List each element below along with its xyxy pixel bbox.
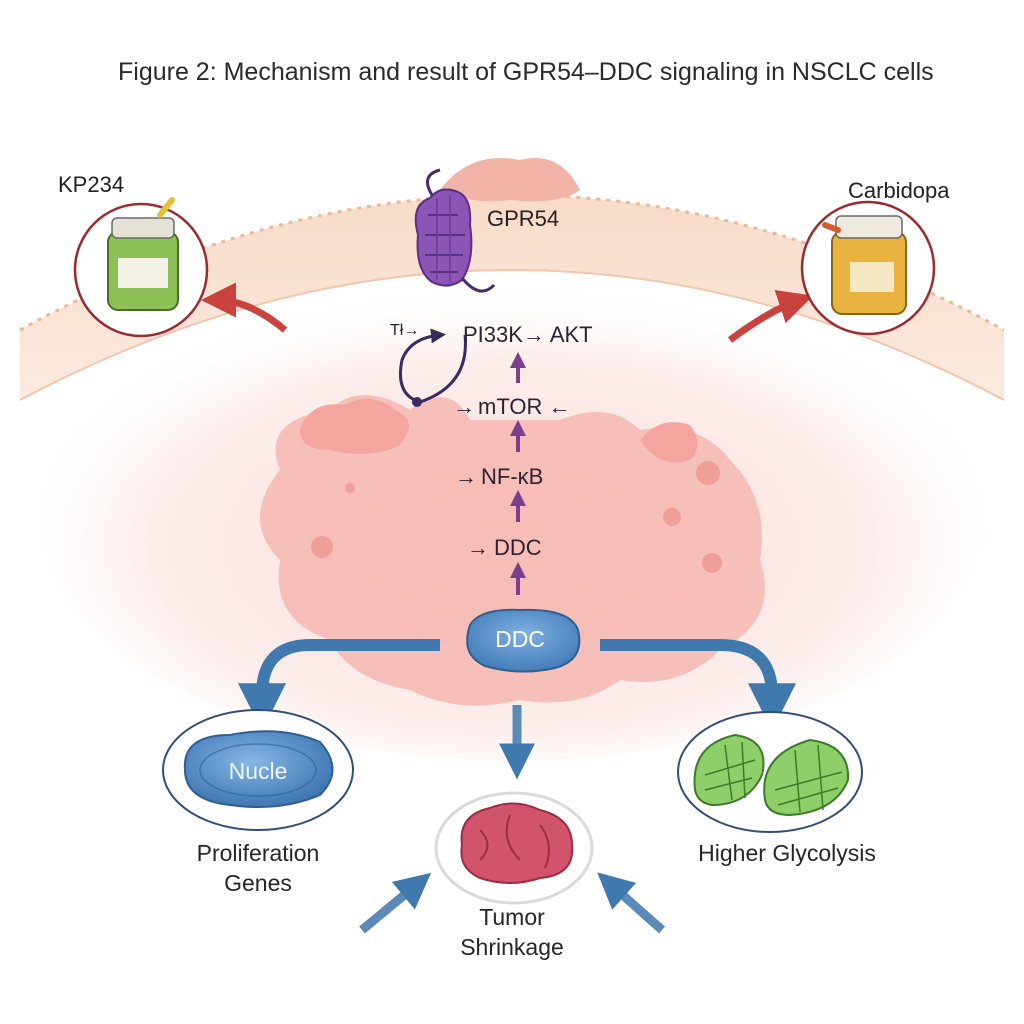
- pathway-step-prefix: Tł→: [390, 322, 420, 339]
- drug-jar-icon: [107, 197, 179, 311]
- arrow-to-nucleus: [238, 639, 440, 732]
- vesicle: [702, 553, 722, 573]
- kp234-label: KP234: [58, 172, 125, 197]
- organelle: [640, 422, 698, 463]
- pathway-step-ddc: DDC: [494, 535, 542, 560]
- mitochondria-icon: [693, 733, 850, 817]
- gpcr-receptor-icon: [414, 168, 496, 293]
- pathway-step-mtor: mTOR ←: [478, 394, 571, 419]
- drug-jar-icon: [822, 215, 907, 315]
- caption-line: Shrinkage: [460, 934, 564, 960]
- cell-membrane: [20, 195, 1004, 400]
- arrow-in-right: [597, 872, 665, 934]
- vesicle: [663, 508, 681, 526]
- carbidopa-label: Carbidopa: [848, 178, 950, 203]
- cell-body: [260, 395, 765, 706]
- mitochondria-panel: [677, 711, 863, 833]
- nucleus-panel: [162, 709, 354, 831]
- vesicle: [345, 483, 355, 493]
- membrane-inner-edge: [19, 269, 1005, 401]
- caption-line: Tumor: [479, 904, 545, 930]
- inhibition-arrow-right: [727, 290, 814, 343]
- tumor-panel: [434, 791, 594, 905]
- organelle: [300, 398, 409, 454]
- pathway-step-prefix: →: [467, 535, 489, 560]
- figure-title: Figure 2: Mechanism and result of GPR54–…: [118, 58, 934, 86]
- tumor-icon: [460, 802, 574, 884]
- arrow-to-mitochondria: [600, 639, 796, 732]
- inhibition-arrow-left: [201, 282, 288, 333]
- gpr54-label: GPR54: [487, 206, 560, 231]
- vesicle: [311, 536, 333, 558]
- proliferation-caption: Proliferation Genes: [168, 838, 348, 898]
- membrane-bulge: [440, 158, 580, 202]
- kp234-badge: [73, 197, 209, 338]
- glycolysis-caption: Higher Glycolysis: [698, 840, 876, 866]
- ddc-hub[interactable]: [466, 608, 581, 673]
- ddc-hub-label: DDC: [495, 626, 545, 652]
- feedback-loop-arrow: [399, 328, 467, 404]
- nucleus-inner-label: Nucle: [228, 758, 288, 784]
- pathway-step-prefix: →: [453, 394, 475, 419]
- caption-line: Proliferation: [196, 840, 320, 866]
- vesicle: [696, 461, 720, 485]
- pathway-step-nfkb: NF-κB: [481, 464, 544, 489]
- tumor-caption: Tumor Shrinkage: [432, 902, 592, 962]
- pathway-step-prefix: →: [455, 464, 477, 489]
- carbidopa-badge: [800, 200, 936, 336]
- pathway-step-pi3k-akt: PI33K→ AKT: [463, 322, 593, 347]
- feedback-loop-node: [412, 397, 422, 407]
- caption-line: Genes: [224, 870, 292, 896]
- nucleus-icon: [183, 730, 334, 809]
- arrow-in-left: [359, 872, 432, 934]
